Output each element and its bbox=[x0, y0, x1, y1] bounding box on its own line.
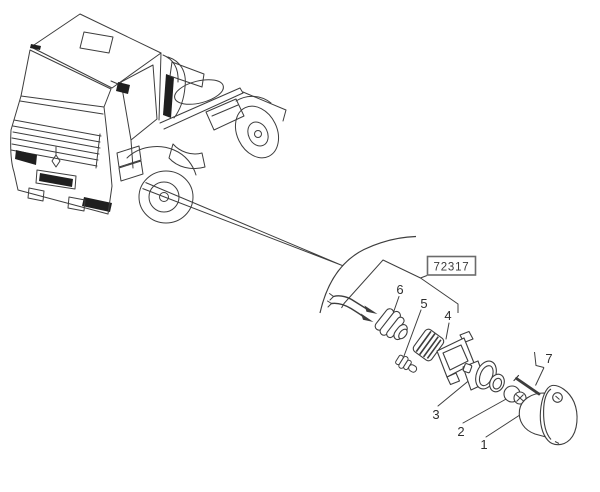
callout-3[interactable]: 3 bbox=[432, 407, 439, 422]
part-housing-frame bbox=[412, 328, 475, 386]
truck-illustration bbox=[10, 13, 287, 224]
truck-windshield bbox=[20, 49, 112, 108]
truck-mirror bbox=[116, 82, 130, 94]
part-reference-box[interactable]: 72317 bbox=[426, 255, 477, 276]
truck-rear-wheel bbox=[234, 105, 280, 159]
location-leader-line bbox=[142, 182, 344, 267]
truck-corner-lamp bbox=[30, 44, 41, 50]
truck-roof-hatch bbox=[79, 31, 114, 54]
part-lamp bbox=[518, 384, 578, 446]
wiring-arrows bbox=[327, 293, 378, 322]
part-lamp-lens bbox=[539, 384, 578, 446]
truck-fifth-wheel bbox=[174, 79, 224, 105]
truck-door-window bbox=[120, 64, 158, 141]
truck-side-window bbox=[169, 61, 205, 88]
panel-arc bbox=[319, 235, 417, 314]
part-bulb bbox=[503, 385, 527, 405]
part-bulb-socket bbox=[462, 360, 505, 393]
part-screw bbox=[513, 374, 541, 396]
callout-6[interactable]: 6 bbox=[396, 282, 403, 297]
part-holder-clip bbox=[395, 354, 418, 373]
callout-5[interactable]: 5 bbox=[420, 296, 427, 311]
truck-front-wheel bbox=[138, 170, 194, 224]
callout-2[interactable]: 2 bbox=[457, 424, 464, 439]
callout-7-bracket bbox=[534, 351, 545, 386]
wire-arrowhead-lower bbox=[361, 313, 374, 322]
wire-arrowhead-upper bbox=[364, 305, 378, 314]
truck-intake bbox=[163, 74, 174, 118]
callout-4[interactable]: 4 bbox=[444, 308, 451, 323]
truck-badge bbox=[51, 154, 61, 168]
truck-headlight-right bbox=[82, 197, 112, 212]
callout-7[interactable]: 7 bbox=[545, 351, 552, 366]
callout-1[interactable]: 1 bbox=[480, 437, 487, 452]
part-connector bbox=[374, 308, 408, 341]
truck-plate bbox=[39, 173, 73, 187]
truck-headlight-left bbox=[15, 150, 37, 165]
part-reference-number[interactable]: 72317 bbox=[434, 262, 470, 274]
